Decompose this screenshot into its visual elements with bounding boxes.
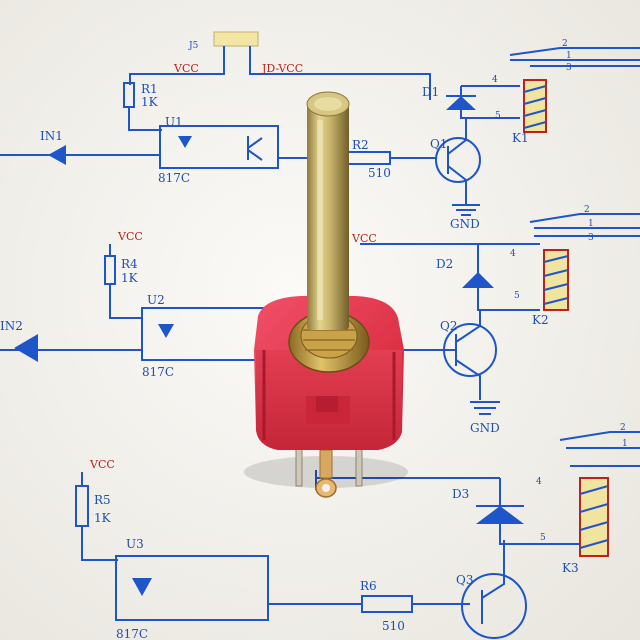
label-d2: D2 xyxy=(436,257,453,271)
wire-vcc-right-ch2 xyxy=(360,243,540,311)
housing-notch-inner xyxy=(316,396,338,412)
diode-d1-wires xyxy=(446,85,520,119)
led-in2 xyxy=(14,334,38,362)
transistor-q3-leads xyxy=(481,540,505,624)
label-k3: K3 xyxy=(562,561,579,575)
diode-d2 xyxy=(462,272,494,288)
opto-u1-transistor xyxy=(247,136,263,161)
shaft-end-highlight xyxy=(314,97,342,111)
wire-r1 xyxy=(128,107,162,131)
label-d3: D3 xyxy=(452,487,469,501)
label-gnd-1: GND xyxy=(450,217,480,231)
label-pin-5-k2: 5 xyxy=(514,291,520,301)
transistor-q2-leads xyxy=(400,310,481,400)
opto-u1-led xyxy=(178,136,192,148)
relay-contacts-k2 xyxy=(529,213,640,237)
label-pin-5-k1: 5 xyxy=(495,111,501,121)
label-q3: Q3 xyxy=(456,573,473,587)
shaft-highlight xyxy=(317,120,323,320)
relay-coil-k1 xyxy=(523,79,547,133)
label-r4-value: 1K xyxy=(121,271,139,285)
wire-r5 xyxy=(81,526,118,561)
label-contact-k2-a: 2 xyxy=(584,205,590,215)
channel-2: VCC R4 1K U2 817C IN2 VCC D2 4 5 K2 Q2 xyxy=(0,205,640,435)
opto-u2-led xyxy=(158,324,174,338)
relay-coil-k1-winding xyxy=(523,85,547,129)
label-q2: Q2 xyxy=(440,319,457,333)
gnd-q1 xyxy=(452,204,480,216)
relay-contacts-k3 xyxy=(559,431,640,467)
label-vcc-ch3: VCC xyxy=(89,458,115,471)
label-pin-4-k3: 4 xyxy=(536,477,542,487)
schematic: J5 VCC JD-VCC R1 1K U1 817C IN1 R2 510 Q… xyxy=(0,31,640,640)
label-in2: IN2 xyxy=(0,319,23,333)
label-r4: R4 xyxy=(121,257,138,271)
opto-u3-led xyxy=(132,578,152,596)
label-u3: U3 xyxy=(126,537,144,551)
label-r1-value: 1K xyxy=(141,95,159,109)
label-r1: R1 xyxy=(141,82,158,96)
label-in1: IN1 xyxy=(40,129,63,143)
label-pin-4-k2: 4 xyxy=(510,249,516,259)
label-vcc-header: VCC xyxy=(173,62,199,75)
label-contact-k1-c: 3 xyxy=(566,63,572,73)
label-u2-part: 817C xyxy=(142,365,174,379)
label-contact-k2-b: 1 xyxy=(588,219,594,229)
label-u1-part: 817C xyxy=(158,171,190,185)
label-r6-value: 510 xyxy=(382,619,405,633)
label-contact-k2-c: 3 xyxy=(588,233,594,243)
channel-1: R1 1K U1 817C IN1 R2 510 Q1 GND D1 4 5 xyxy=(0,39,640,231)
transistor-q1-leads xyxy=(447,118,467,205)
label-pin-5-k3: 5 xyxy=(540,533,546,543)
label-contact-k3-b: 1 xyxy=(622,439,628,449)
label-d1: D1 xyxy=(422,85,439,99)
label-r6: R6 xyxy=(360,579,377,593)
label-vcc-right-ch2: VCC xyxy=(351,232,377,245)
transistor-q3 xyxy=(461,573,527,639)
opto-u1 xyxy=(159,125,279,169)
terminal-center xyxy=(319,449,333,479)
transistor-q1 xyxy=(435,137,481,183)
relay-coil-k2-winding xyxy=(543,255,569,305)
label-r5-value: 1K xyxy=(94,511,112,525)
label-pin-4-k1: 4 xyxy=(492,75,498,85)
label-j5: J5 xyxy=(188,41,199,51)
header-wires xyxy=(129,46,431,100)
channel-3: VCC R5 1K U3 817C R6 510 Q3 D3 4 5 K xyxy=(75,423,640,640)
relay-contacts-k1 xyxy=(509,47,640,67)
gnd-q2 xyxy=(470,401,500,415)
diode-d3 xyxy=(476,506,524,524)
label-contact-k3-a: 2 xyxy=(620,423,626,433)
label-u3-part: 817C xyxy=(116,627,148,640)
label-gnd-2: GND xyxy=(470,421,500,435)
label-contact-k1-a: 2 xyxy=(562,39,568,49)
label-contact-k1-b: 1 xyxy=(566,51,572,61)
label-r2-value: 510 xyxy=(368,166,391,180)
relay-coil-k3-winding xyxy=(579,485,609,549)
wire-r4 xyxy=(109,284,142,319)
potentiometer xyxy=(244,91,408,498)
label-k2: K2 xyxy=(532,313,549,327)
label-jdvcc-header: JD-VCC xyxy=(261,62,303,75)
led-in1 xyxy=(48,145,66,165)
shaft xyxy=(307,104,349,330)
opto-u3 xyxy=(115,555,269,621)
label-u2: U2 xyxy=(147,293,165,307)
label-k1: K1 xyxy=(512,131,529,145)
housing-edges xyxy=(262,350,396,440)
label-vcc-ch2: VCC xyxy=(117,230,143,243)
resistor-r6 xyxy=(361,595,413,613)
label-q1: Q1 xyxy=(430,137,447,151)
terminal-center-hole xyxy=(322,484,330,492)
label-r5: R5 xyxy=(94,493,111,507)
label-r2: R2 xyxy=(352,138,369,152)
connector-j5 xyxy=(213,31,259,47)
